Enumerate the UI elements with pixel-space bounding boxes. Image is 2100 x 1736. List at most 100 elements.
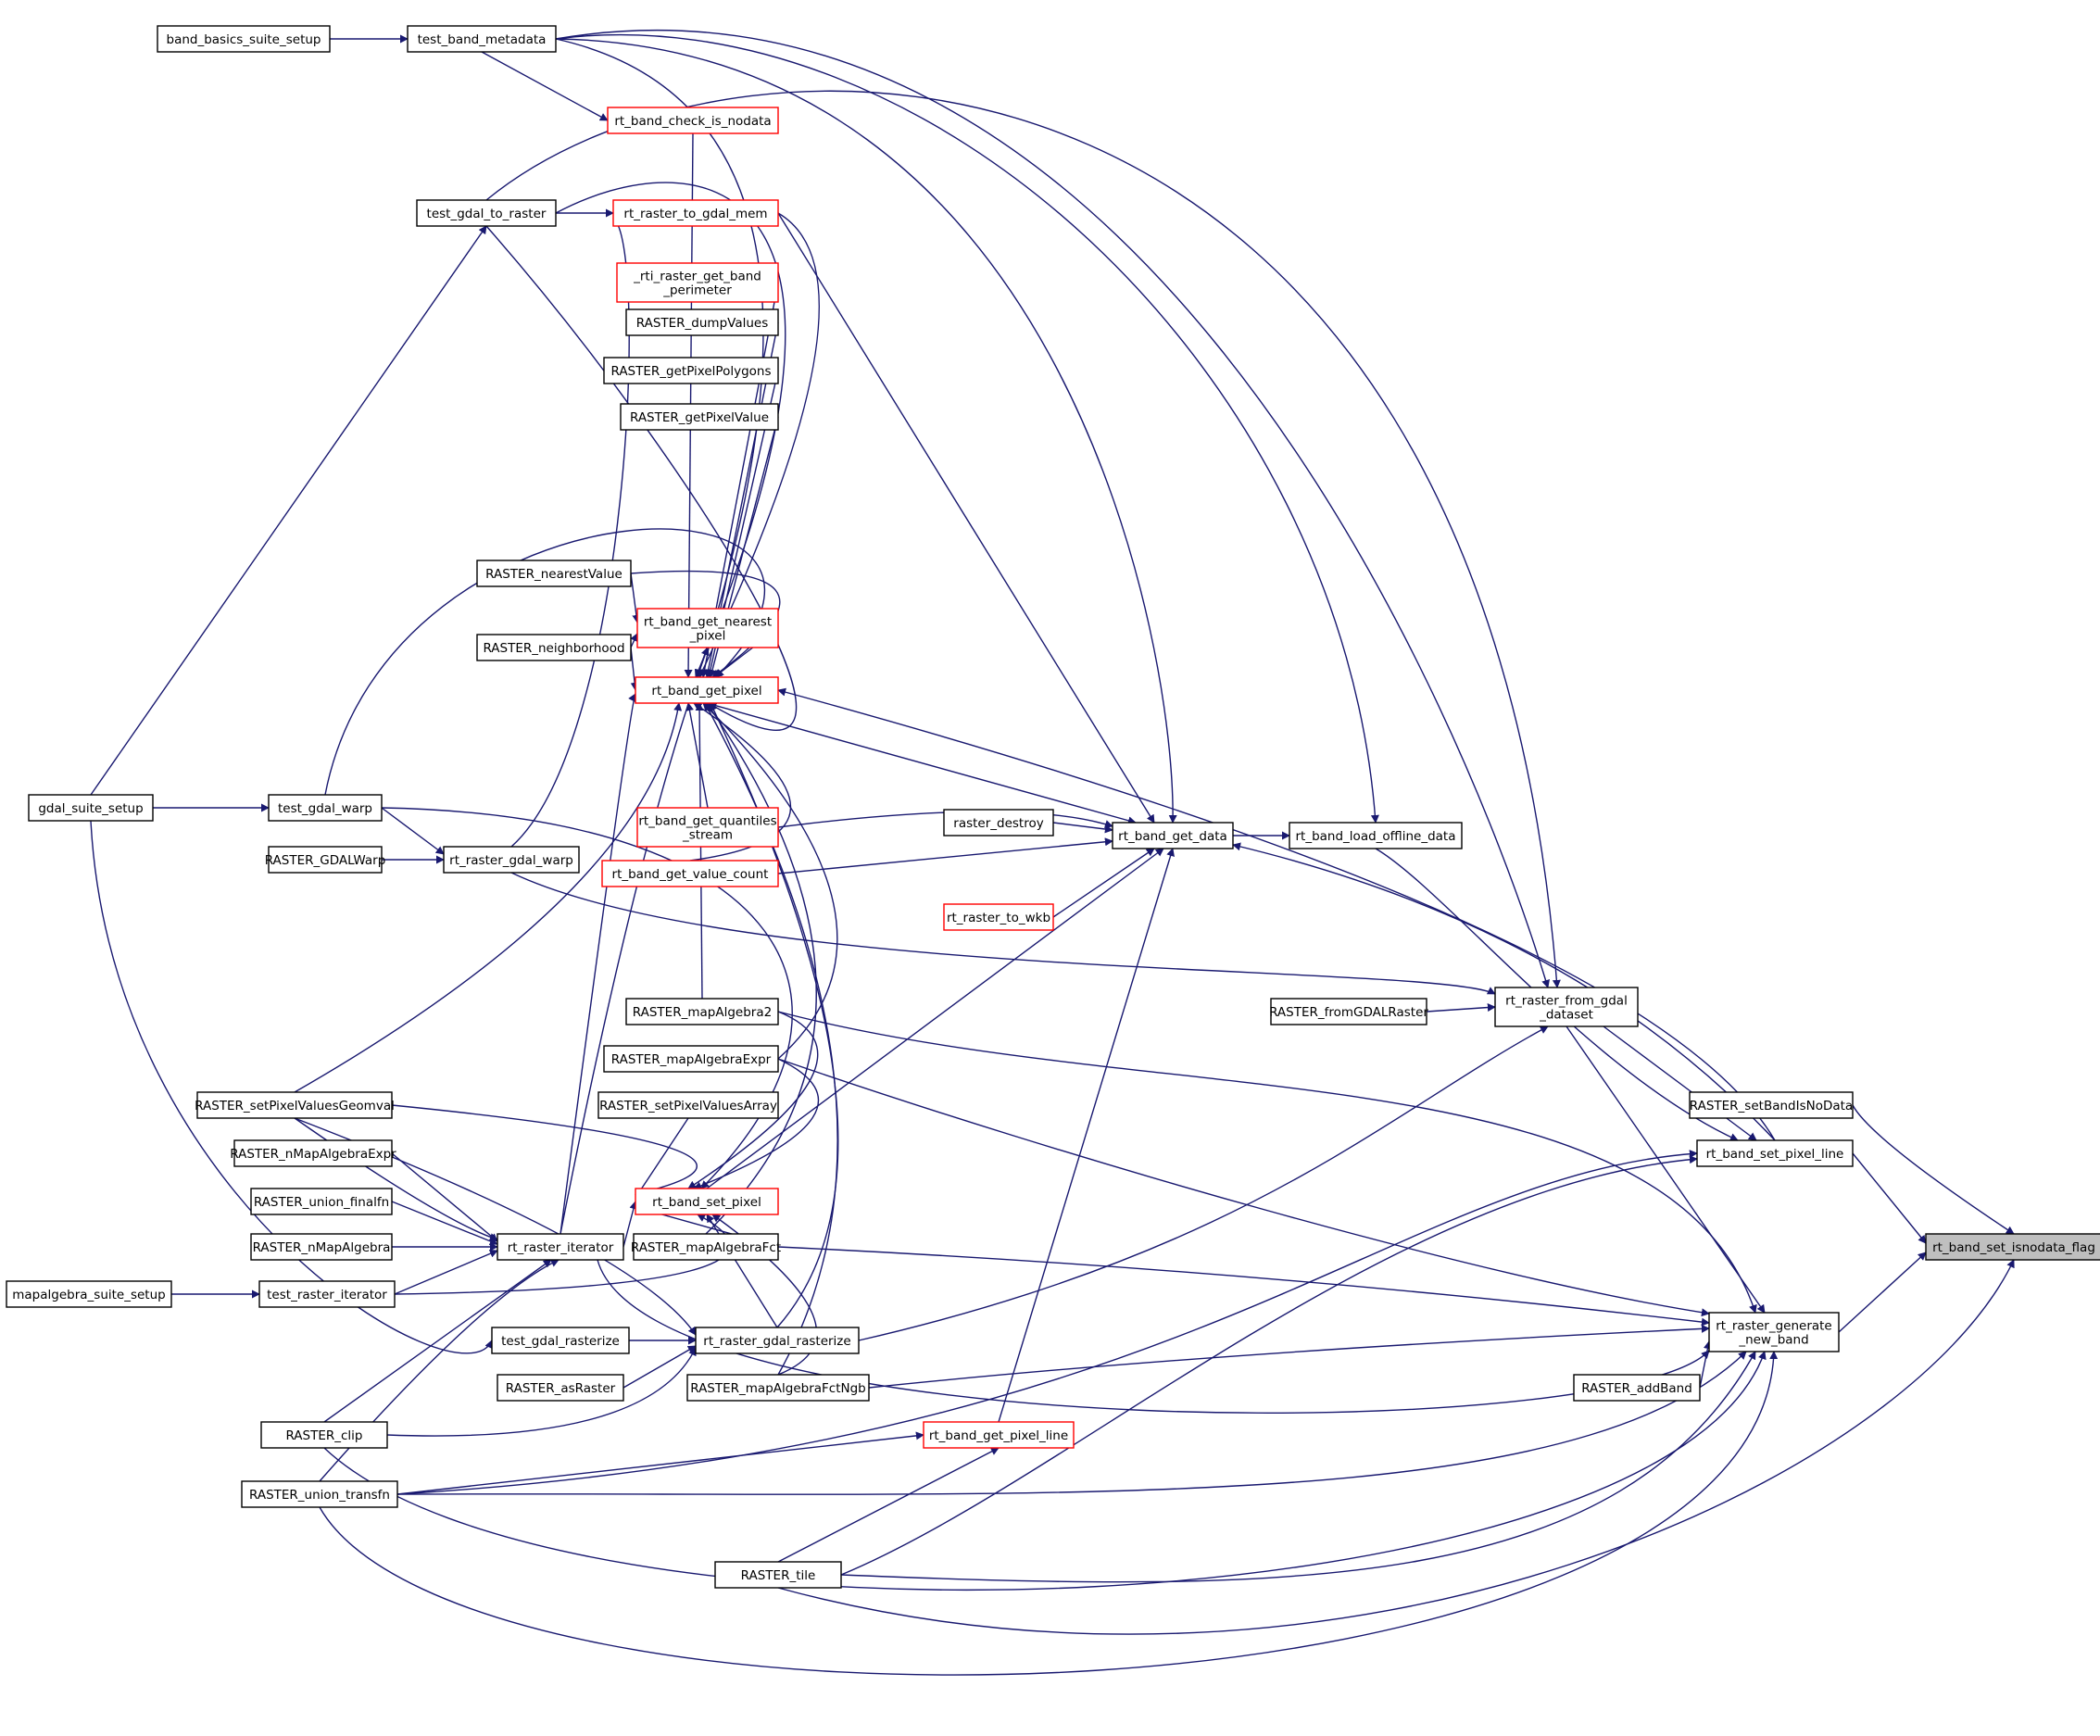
function-node[interactable]: rt_raster_gdal_warp <box>443 846 580 874</box>
node-box[interactable] <box>1696 1139 1854 1167</box>
function-node[interactable]: RASTER_nearestValue <box>476 560 632 587</box>
function-node[interactable]: rt_raster_iterator <box>497 1233 624 1261</box>
node-box[interactable] <box>943 903 1054 931</box>
node-box[interactable] <box>1925 1233 2100 1261</box>
function-node[interactable]: gdal_suite_setup <box>28 794 154 822</box>
function-node[interactable]: RASTER_setBandIsNoData <box>1689 1091 1854 1119</box>
node-box[interactable] <box>1708 1312 1840 1352</box>
function-node[interactable]: test_band_metadata <box>407 25 557 53</box>
function-node[interactable]: test_raster_iterator <box>258 1280 396 1308</box>
node-box[interactable] <box>491 1327 630 1354</box>
function-node[interactable]: _rti_raster_get_band_perimeter <box>616 262 779 303</box>
node-box[interactable] <box>241 1480 398 1508</box>
function-node[interactable]: RASTER_GDALWarp <box>265 846 386 874</box>
node-box[interactable] <box>620 403 779 431</box>
node-box[interactable] <box>603 357 779 384</box>
function-node[interactable]: RASTER_mapAlgebraExpr <box>603 1045 779 1073</box>
node-box[interactable] <box>923 1421 1075 1449</box>
function-node[interactable]: RASTER_mapAlgebraFct <box>631 1233 781 1261</box>
function-node[interactable]: rt_raster_generate_new_band <box>1708 1312 1840 1352</box>
function-node[interactable]: rt_raster_to_gdal_mem <box>612 199 779 227</box>
focus-node[interactable]: rt_band_set_isnodata_flag <box>1925 1233 2100 1261</box>
node-box[interactable] <box>1112 822 1234 849</box>
node-box[interactable] <box>497 1233 624 1261</box>
node-box[interactable] <box>1573 1374 1701 1402</box>
function-node[interactable]: test_gdal_rasterize <box>491 1327 630 1354</box>
node-box[interactable] <box>6 1280 172 1308</box>
function-node[interactable]: mapalgebra_suite_setup <box>6 1280 172 1308</box>
node-box[interactable] <box>28 794 154 822</box>
node-box[interactable] <box>636 807 779 848</box>
function-node[interactable]: rt_band_check_is_nodata <box>607 107 779 134</box>
node-box[interactable] <box>416 199 557 227</box>
node-box[interactable] <box>497 1374 624 1402</box>
node-box[interactable] <box>625 308 779 336</box>
node-box[interactable] <box>260 1421 388 1449</box>
node-box[interactable] <box>612 199 779 227</box>
node-box[interactable] <box>1289 822 1463 849</box>
function-node[interactable]: RASTER_getPixelValue <box>620 403 779 431</box>
function-node[interactable]: RASTER_union_finalfn <box>250 1188 393 1215</box>
node-box[interactable] <box>635 676 779 704</box>
node-box[interactable] <box>635 1188 779 1215</box>
node-box[interactable] <box>601 860 779 887</box>
function-node[interactable]: RASTER_tile <box>714 1561 842 1589</box>
function-node[interactable]: rt_band_get_nearest_pixel <box>636 608 779 648</box>
node-box[interactable] <box>476 634 632 661</box>
function-node[interactable]: RASTER_mapAlgebra2 <box>625 998 779 1025</box>
function-node[interactable]: RASTER_fromGDALRaster <box>1269 998 1428 1025</box>
node-box[interactable] <box>233 1139 393 1167</box>
node-box[interactable] <box>714 1561 842 1589</box>
function-node[interactable]: RASTER_dumpValues <box>625 308 779 336</box>
node-box[interactable] <box>268 846 383 874</box>
function-node[interactable]: RASTER_addBand <box>1573 1374 1701 1402</box>
node-box[interactable] <box>268 794 383 822</box>
function-node[interactable]: RASTER_neighborhood <box>476 634 632 661</box>
node-box[interactable] <box>443 846 580 874</box>
node-box[interactable] <box>695 1327 860 1354</box>
node-box[interactable] <box>597 1091 779 1119</box>
function-node[interactable]: rt_band_get_quantiles_stream <box>636 807 779 848</box>
function-node[interactable]: band_basics_suite_setup <box>157 25 331 53</box>
function-node[interactable]: rt_band_get_data <box>1112 822 1234 849</box>
node-box[interactable] <box>686 1374 870 1402</box>
node-box[interactable] <box>607 107 779 134</box>
node-box[interactable] <box>157 25 331 53</box>
function-node[interactable]: RASTER_setPixelValuesArray <box>597 1091 779 1119</box>
function-node[interactable]: RASTER_nMapAlgebraExpr <box>230 1139 396 1167</box>
function-node[interactable]: RASTER_mapAlgebraFctNgb <box>686 1374 870 1402</box>
node-box[interactable] <box>258 1280 396 1308</box>
node-box[interactable] <box>633 1233 779 1261</box>
function-node[interactable]: RASTER_union_transfn <box>241 1480 398 1508</box>
function-node[interactable]: rt_band_get_value_count <box>601 860 779 887</box>
function-node[interactable]: rt_band_load_offline_data <box>1289 822 1463 849</box>
function-node[interactable]: rt_raster_to_wkb <box>943 903 1054 931</box>
function-node[interactable]: RASTER_setPixelValuesGeomval <box>195 1091 395 1119</box>
node-box[interactable] <box>636 608 779 648</box>
node-box[interactable] <box>625 998 779 1025</box>
function-node[interactable]: raster_destroy <box>943 809 1054 837</box>
node-box[interactable] <box>407 25 557 53</box>
function-node[interactable]: RASTER_asRaster <box>497 1374 624 1402</box>
node-box[interactable] <box>616 262 779 303</box>
node-box[interactable] <box>250 1188 393 1215</box>
node-box[interactable] <box>1494 987 1639 1027</box>
node-box[interactable] <box>1689 1091 1854 1119</box>
function-node[interactable]: rt_band_set_pixel_line <box>1696 1139 1854 1167</box>
node-box[interactable] <box>476 560 632 587</box>
node-box[interactable] <box>943 809 1054 837</box>
function-node[interactable]: RASTER_nMapAlgebra <box>250 1233 393 1261</box>
function-node[interactable]: rt_band_set_pixel <box>635 1188 779 1215</box>
function-node[interactable]: rt_band_get_pixel <box>635 676 779 704</box>
node-box[interactable] <box>250 1233 393 1261</box>
node-box[interactable] <box>1270 998 1427 1025</box>
function-node[interactable]: rt_band_get_pixel_line <box>923 1421 1075 1449</box>
function-node[interactable]: test_gdal_to_raster <box>416 199 557 227</box>
function-node[interactable]: rt_raster_from_gdal_dataset <box>1494 987 1639 1027</box>
function-node[interactable]: RASTER_getPixelPolygons <box>603 357 779 384</box>
function-node[interactable]: rt_raster_gdal_rasterize <box>695 1327 860 1354</box>
function-node[interactable]: RASTER_clip <box>260 1421 388 1449</box>
function-node[interactable]: test_gdal_warp <box>268 794 383 822</box>
node-box[interactable] <box>196 1091 393 1119</box>
node-box[interactable] <box>603 1045 779 1073</box>
